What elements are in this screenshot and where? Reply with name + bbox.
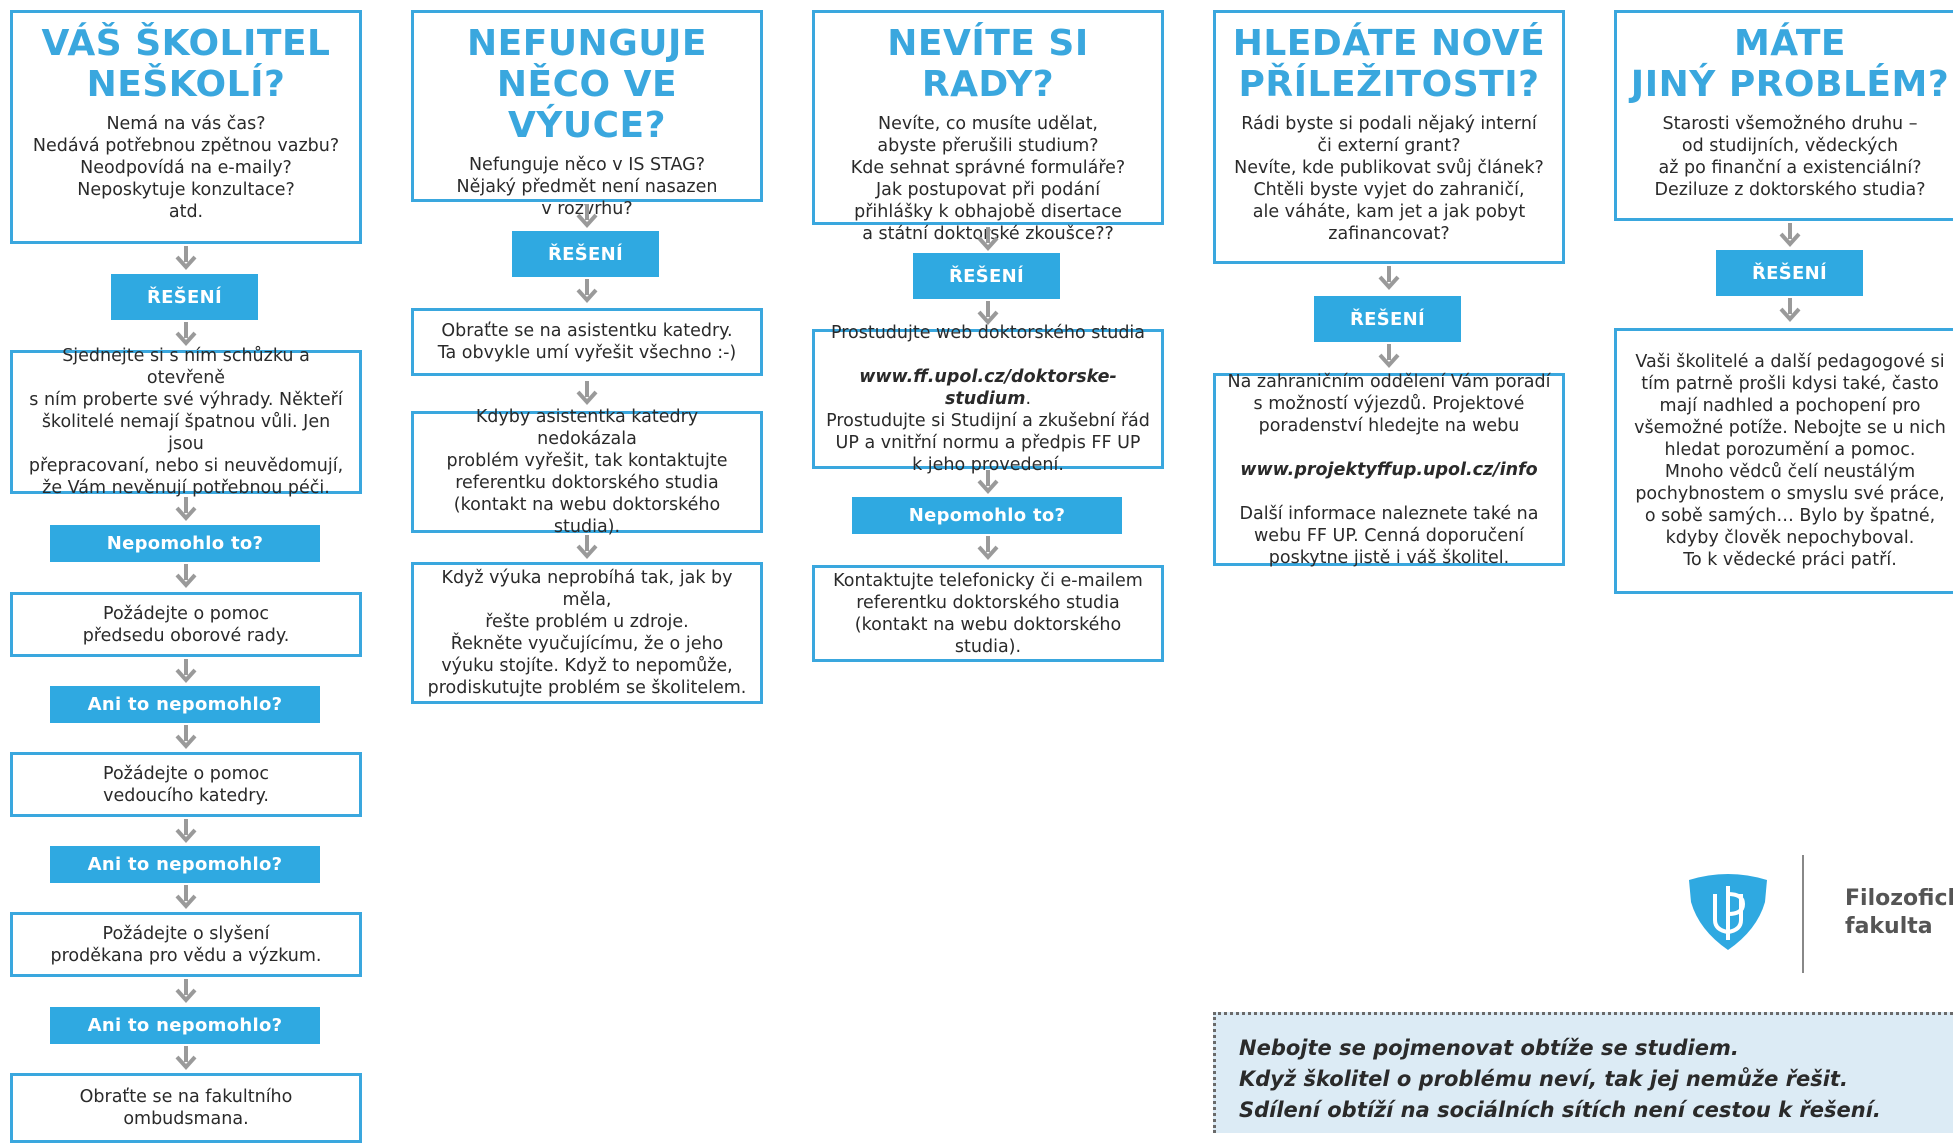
step-text: Další informace naleznete také na webu F… [1239, 503, 1539, 568]
step-text: . Prostudujte si Studijní a zkušební řád… [826, 389, 1150, 475]
step-box: Kdyby asistentka katedry nedokázala prob… [411, 407, 763, 537]
arrow-down-icon [1779, 223, 1801, 246]
step-box: Kontaktujte telefonicky či e-mailem refe… [812, 565, 1164, 662]
escalation-label: Ani to nepomohlo? [50, 846, 320, 883]
question-box-supervisor: VÁŠ ŠKOLITEL NEŠKOLÍ? Nemá na vás čas? N… [10, 10, 362, 244]
question-box-teaching: NEFUNGUJE NĚCO VE VÝUCE? Nefunguje něco … [411, 10, 763, 219]
step-box: Na zahraničním oddělení Vám poradí s mož… [1213, 371, 1565, 568]
footer-line: Když školitel o problému neví, tak jej n… [1239, 1067, 1848, 1091]
column-title: NEVÍTE SI RADY? [887, 23, 1089, 105]
arrow-down-icon [1779, 298, 1801, 321]
footer-note: Nebojte se pojmenovat obtíže se studiem.… [1213, 1012, 1953, 1133]
arrow-down-icon [175, 1046, 197, 1069]
step-box: Požádejte o pomoc předsedu oborové rady. [10, 592, 362, 657]
question-text: Starosti všemožného druhu – od studijníc… [1654, 114, 1926, 200]
escalation-label: Ani to nepomohlo? [50, 1007, 320, 1044]
step-box: Obraťte se na fakultního ombudsmana. [10, 1073, 362, 1143]
arrow-down-icon [1378, 344, 1400, 367]
question-box-other: MÁTE JINÝ PROBLÉM? Starosti všemožného d… [1614, 10, 1953, 221]
university-shield-logo [1689, 874, 1767, 950]
arrow-down-icon [576, 279, 598, 302]
column-title: NEFUNGUJE NĚCO VE VÝUCE? [467, 23, 707, 146]
arrow-down-icon [175, 725, 197, 748]
arrow-down-icon [576, 204, 598, 227]
escalation-label: Nepomohlo to? [50, 525, 320, 562]
step-text: Prostudujte web doktorského studia [830, 323, 1146, 343]
question-text: Nemá na vás čas? Nedává potřebnou zpětno… [32, 114, 340, 222]
step-box: Vaši školitelé a další pedagogové si tím… [1614, 328, 1953, 594]
arrow-down-icon [175, 246, 197, 269]
question-text: Rádi byste si podali nějaký interní či e… [1234, 114, 1544, 244]
arrow-down-icon [977, 470, 999, 493]
faculty-name-line1: Filozofick [1845, 886, 1953, 911]
column-title: HLEDÁTE NOVÉ PŘÍLEŽITOSTI? [1232, 23, 1546, 105]
step-box: Prostudujte web doktorského studia www.f… [812, 323, 1164, 475]
column-title: MÁTE JINÝ PROBLÉM? [1630, 23, 1950, 105]
arrow-down-icon [175, 819, 197, 842]
arrow-down-icon [175, 659, 197, 682]
step-box: Požádejte o slyšení proděkana pro vědu a… [10, 912, 362, 977]
arrow-down-icon [977, 227, 999, 250]
arrow-down-icon [175, 564, 197, 587]
solution-label: ŘEŠENÍ [1314, 296, 1461, 342]
faculty-name-line2: fakulta [1845, 914, 1933, 939]
footer-line: Sdílení obtíží na sociálních sítích není… [1239, 1098, 1881, 1122]
question-box-opportunities: HLEDÁTE NOVÉ PŘÍLEŽITOSTI? Rádi byste si… [1213, 10, 1565, 264]
question-box-advice: NEVÍTE SI RADY? Nevíte, co musíte udělat… [812, 10, 1164, 244]
solution-label: ŘEŠENÍ [1716, 250, 1863, 296]
question-text: Nevíte, co musíte udělat, abyste přeruši… [850, 114, 1126, 244]
arrow-down-icon [576, 535, 598, 558]
footer-line: Nebojte se pojmenovat obtíže se studiem. [1239, 1036, 1739, 1060]
step-text: Na zahraničním oddělení Vám poradí s mož… [1227, 371, 1551, 436]
step-box: Sjednejte si s ním schůzku a otevřeně s … [10, 346, 362, 498]
arrow-down-icon [175, 497, 197, 520]
faculty-name: Filozofick fakulta [1845, 885, 1953, 941]
logo-divider [1802, 855, 1804, 973]
solution-label: ŘEŠENÍ [111, 274, 258, 320]
web-link[interactable]: www.projektyffup.upol.cz/info [1240, 459, 1538, 480]
step-box: Požádejte o pomoc vedoucího katedry. [10, 752, 362, 817]
arrow-down-icon [576, 381, 598, 404]
escalation-label: Ani to nepomohlo? [50, 686, 320, 723]
column-title: VÁŠ ŠKOLITEL NEŠKOLÍ? [41, 23, 331, 105]
step-box: Obraťte se na asistentku katedry. Ta obv… [411, 308, 763, 376]
question-text: Nefunguje něco v IS STAG? Nějaký předmět… [456, 155, 718, 219]
arrow-down-icon [175, 979, 197, 1002]
solution-label: ŘEŠENÍ [512, 231, 659, 277]
web-link[interactable]: www.ff.upol.cz/doktorske-studium [859, 367, 1117, 409]
arrow-down-icon [977, 536, 999, 559]
step-box: Když výuka neprobíhá tak, jak by měla, ř… [411, 562, 763, 704]
escalation-label: Nepomohlo to? [852, 497, 1122, 534]
arrow-down-icon [175, 885, 197, 908]
arrow-down-icon [1378, 266, 1400, 289]
solution-label: ŘEŠENÍ [913, 253, 1060, 299]
